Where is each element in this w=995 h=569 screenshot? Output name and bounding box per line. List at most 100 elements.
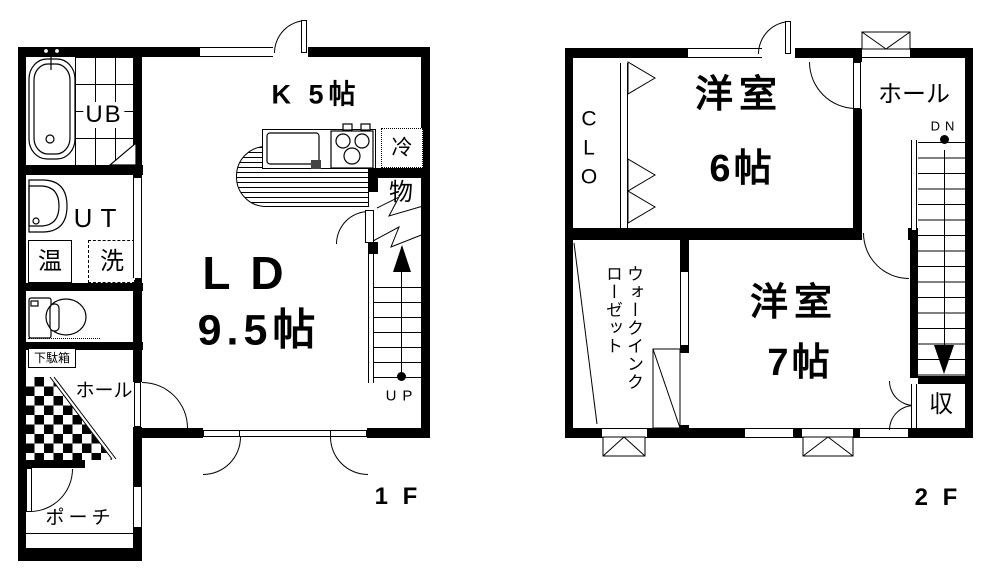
- terrace-right-swing: [330, 437, 368, 475]
- room7-bottom-window-2: [802, 428, 853, 438]
- wall-col-right-2: [133, 278, 142, 382]
- storage-2f-label: 収: [929, 391, 953, 418]
- hall-1f-label: ホール: [75, 380, 133, 402]
- wall2-wic-b: [680, 345, 689, 353]
- wall2-hall-6b: [853, 109, 862, 228]
- utility-sink-inner: [28, 185, 60, 227]
- wall-left: [18, 47, 26, 561]
- utility-sink-drain: [32, 217, 40, 225]
- wall-stairs-top: [368, 168, 378, 192]
- washer-label: 洗: [100, 248, 124, 275]
- living-name-label: LD: [202, 247, 304, 299]
- bathtub-drain: [45, 134, 55, 144]
- entry-door-leaf: [301, 20, 307, 53]
- hall-ld-door-swing: [142, 382, 188, 428]
- hall2-top-window: [862, 48, 910, 58]
- closet-label: CLO: [577, 107, 601, 195]
- porch-door-swing: [30, 469, 73, 512]
- wic-window-diagonals: [602, 436, 646, 457]
- wall2-right: [965, 48, 973, 438]
- stairs-2f-centerline: [944, 150, 945, 346]
- wall-right: [421, 47, 430, 438]
- room6-door-swing: [809, 62, 856, 109]
- fridge-label: 冷: [391, 136, 413, 160]
- kitchen-label: K 5帖: [271, 79, 361, 110]
- wall-porch-bottom: [18, 548, 142, 561]
- wic-window-box: [602, 436, 646, 457]
- room6-size-label: 6帖: [709, 148, 775, 190]
- hall2-window-box: [861, 31, 911, 50]
- wall2-stairs-west: [910, 230, 918, 378]
- folding-door-1: [627, 61, 656, 95]
- wall-ub-ut: [23, 165, 143, 175]
- hall2-window-diagonals: [861, 31, 911, 50]
- unit-bath-label: UB: [83, 101, 125, 128]
- room7-bottom-window-3: [860, 428, 908, 438]
- stairs-up-label: UP: [385, 387, 419, 405]
- storage-1f-label: 物: [389, 179, 413, 206]
- water-heater-label: 温: [38, 248, 62, 275]
- stairs-2f-rail: [911, 140, 917, 230]
- wic-sliding-panel: [680, 272, 689, 345]
- stairs-1f-rail: [368, 254, 374, 383]
- stair-door-leaf: [365, 210, 374, 243]
- kitchen-window: [200, 47, 273, 57]
- room6-top-window: [688, 48, 762, 58]
- toilet-handle: [30, 300, 39, 307]
- porch-window: [133, 487, 142, 527]
- room7-window-box: [802, 436, 854, 457]
- bathtub-outline: [28, 58, 76, 160]
- wall-ut-wc: [23, 283, 143, 291]
- wall-wc-hall: [23, 342, 143, 350]
- utility-sliding-door: [133, 178, 142, 278]
- room7-door-swing: [863, 233, 909, 279]
- wall2-left: [565, 48, 573, 438]
- stairs-1f-treads: [374, 287, 421, 379]
- wall-under-fridge: [373, 168, 430, 178]
- floor1-label: 1 F: [374, 483, 422, 510]
- stairs-2f-treads: [918, 142, 965, 376]
- shoe-cabinet-box: [28, 348, 76, 368]
- washer-box: [88, 240, 135, 283]
- wic-door-leaf: [652, 348, 681, 429]
- wall-col-right-1: [133, 47, 142, 178]
- room6-door-leaf: [853, 62, 861, 109]
- room6-name-label: 洋室: [694, 74, 784, 116]
- wall2-hall-6a: [853, 58, 862, 62]
- stairs-2f-down-arrow: [934, 345, 954, 374]
- utility-label: UT: [73, 203, 125, 233]
- hall-ld-door-leaf: [134, 382, 141, 427]
- stairs-1f-start-dot: [397, 372, 406, 381]
- toilet-door-dotted-line: [28, 338, 100, 339]
- room7-name-label: 洋室: [749, 282, 839, 324]
- folding-door-3: [627, 190, 656, 224]
- wall2-wic-a: [680, 240, 689, 272]
- porch-door-leaf: [26, 468, 32, 512]
- wic-diagonal: [573, 242, 598, 425]
- wall2-mid-left: [573, 228, 862, 240]
- wic-door-diagonal: [652, 348, 681, 429]
- hall-2f-label: ホール: [878, 81, 950, 108]
- closet-front-line: [620, 63, 628, 228]
- folding-door-2: [627, 158, 656, 192]
- room6-balcony-door-leaf: [785, 21, 791, 54]
- stairs-2f-start-dot: [940, 135, 949, 144]
- stairs-1f-centerline: [401, 247, 402, 377]
- stairs-1f-up-arrow: [393, 245, 411, 272]
- wall2-wic-c: [680, 425, 689, 438]
- utility-sink-outline: [28, 179, 68, 233]
- living-size-label: 9.5帖: [197, 306, 321, 355]
- room7-window-diagonals: [802, 436, 854, 457]
- wic-bottom-window: [602, 428, 647, 438]
- terrace-right-leaf: [330, 430, 367, 437]
- water-heater-box: [28, 240, 72, 283]
- toilet-tank: [28, 297, 52, 339]
- walk-in-closet-label: ウォークインクローゼット: [603, 265, 643, 391]
- shu-front-line: [911, 384, 917, 428]
- toilet-seat: [49, 303, 60, 332]
- room7-size-label: 7帖: [767, 342, 833, 384]
- stairs-down-label: DN: [930, 118, 960, 134]
- terrace-left-leaf: [203, 430, 240, 437]
- wall-hall-porch: [23, 460, 85, 468]
